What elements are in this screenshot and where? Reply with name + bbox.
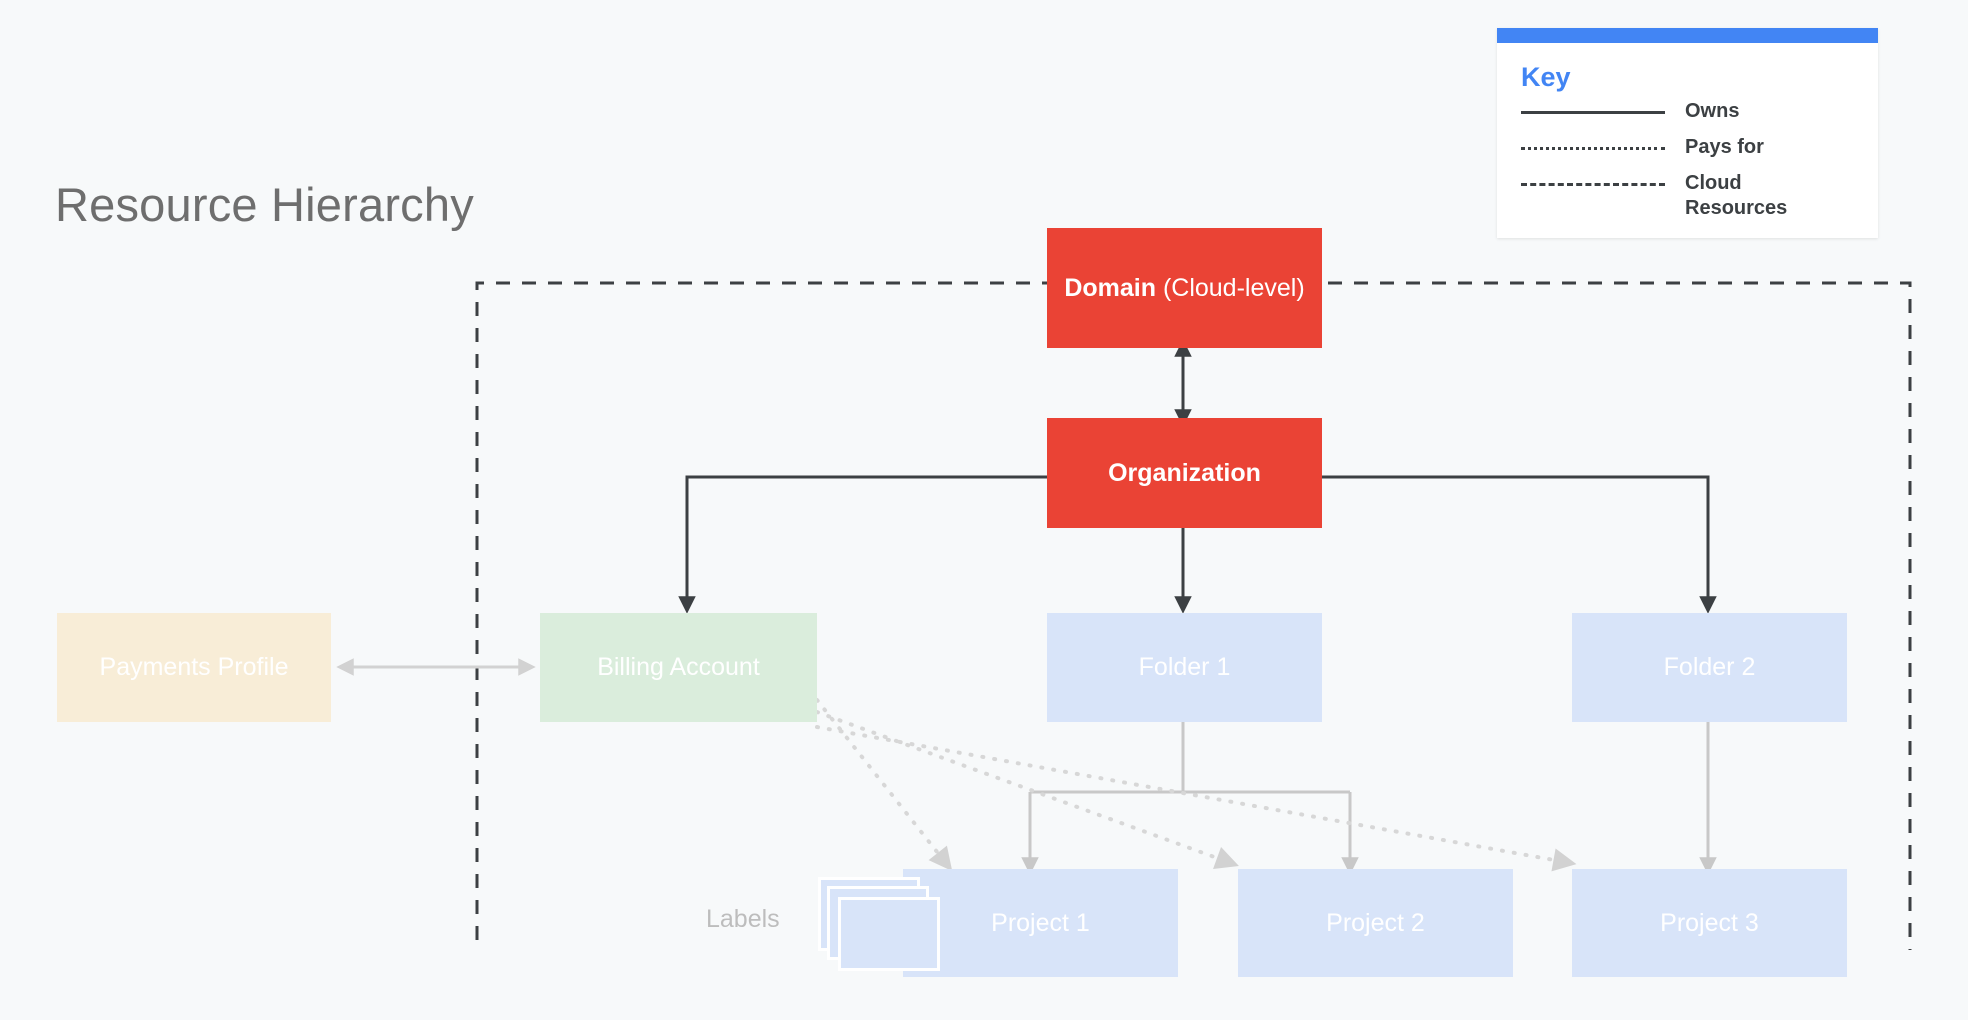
node-project-2[interactable]: Project 2 — [1238, 869, 1513, 977]
legend-panel: Key Owns Pays for Cloud Resources — [1497, 28, 1878, 239]
connector-organization-billing-account — [678, 475, 1047, 614]
connector-organization-folder-2 — [1322, 475, 1717, 614]
legend-dotted-line-icon — [1521, 139, 1665, 159]
node-folder-1[interactable]: Folder 1 — [1047, 613, 1322, 722]
node-payments-profile[interactable]: Payments Profile — [57, 613, 331, 722]
node-folder-2[interactable]: Folder 2 — [1572, 613, 1847, 722]
legend-label-owns: Owns — [1685, 99, 1740, 122]
connector-billing-account-pays-project-2 — [815, 710, 1239, 869]
legend-label-pays-for: Pays for — [1685, 136, 1764, 159]
node-organization-label: Organization — [1108, 458, 1261, 487]
node-project-1[interactable]: Project 1 — [903, 869, 1178, 977]
node-project-3[interactable]: Project 3 — [1572, 869, 1847, 977]
node-billing-account[interactable]: Billing Account — [540, 613, 817, 722]
node-project-2-label: Project 2 — [1326, 908, 1425, 937]
labels-stack-icon — [818, 877, 940, 971]
legend-dashed-line-icon — [1521, 175, 1665, 195]
page-title: Resource Hierarchy — [55, 178, 474, 231]
legend-label-cloud-resources: Cloud Resources — [1685, 172, 1788, 219]
node-project-3-label: Project 3 — [1660, 908, 1759, 937]
legend-title: Key — [1521, 62, 1571, 92]
connector-billing-account-pays-project-3 — [815, 725, 1577, 872]
node-organization[interactable]: Organization — [1047, 418, 1322, 528]
label-card-front — [838, 897, 940, 971]
node-payments-profile-label: Payments Profile — [99, 653, 289, 682]
labels-caption: Labels — [706, 905, 780, 933]
legend-accent-bar — [1497, 28, 1878, 43]
legend-row-pays-for: Pays for — [1521, 135, 1854, 159]
node-folder-2-label: Folder 2 — [1663, 653, 1756, 682]
node-domain-label-strong: Domain — [1064, 273, 1156, 302]
node-folder-1-label: Folder 1 — [1138, 653, 1231, 682]
node-domain[interactable]: Domain (Cloud-level) — [1047, 228, 1322, 348]
legend-row-owns: Owns — [1521, 99, 1854, 123]
connector-billing-account-pays-project-1 — [815, 698, 953, 872]
node-domain-label-light: (Cloud-level) — [1156, 273, 1305, 302]
node-project-1-label: Project 1 — [991, 908, 1090, 937]
legend-solid-line-icon — [1521, 103, 1665, 123]
connector-folder-1-children — [1028, 722, 1352, 862]
node-billing-account-label: Billing Account — [597, 653, 760, 682]
legend-row-cloud-resources: Cloud Resources — [1521, 171, 1854, 220]
